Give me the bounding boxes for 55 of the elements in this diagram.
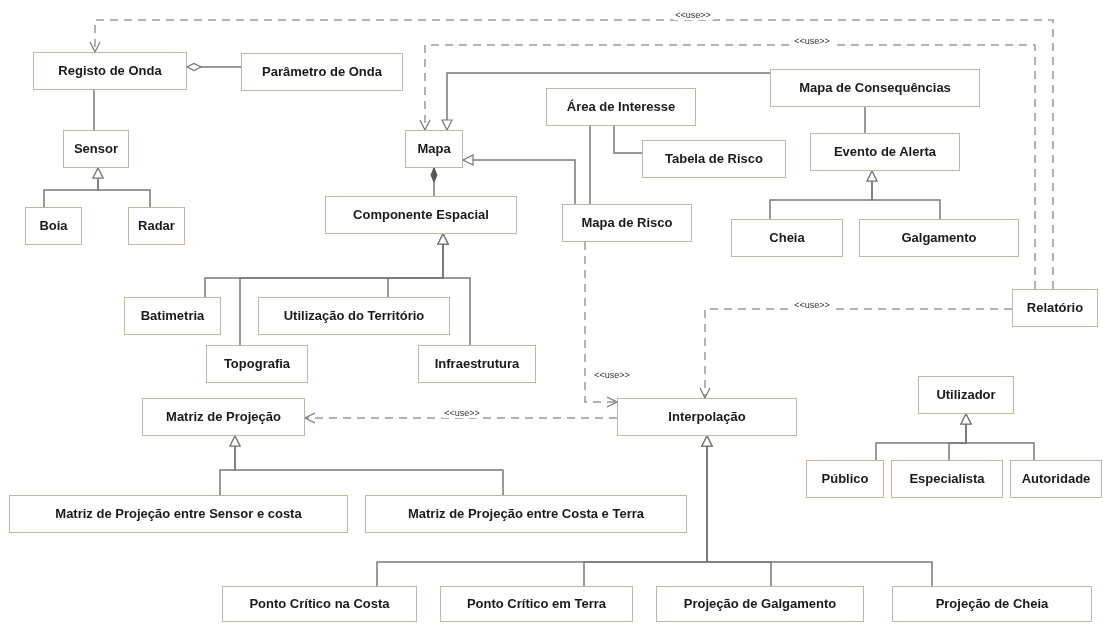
dependency-arrow: [584, 241, 618, 408]
connector-line: [229, 435, 504, 496]
class-box: Autoridade: [1010, 460, 1102, 498]
edge-label: <<use>>: [792, 36, 832, 46]
connector-line: [701, 435, 933, 587]
class-box: Interpolação: [617, 398, 797, 436]
class-box: Cheia: [731, 219, 843, 257]
dependency-arrow: [699, 308, 1013, 399]
class-box: Radar: [128, 207, 185, 245]
connector-line: [960, 413, 1035, 461]
class-box: Parâmetro de Onda: [241, 53, 403, 91]
dependency-arrow: [419, 44, 1036, 290]
class-box: Boia: [25, 207, 82, 245]
connector-line: [866, 170, 941, 220]
connector-line: [462, 154, 576, 205]
dependency-arrow: [89, 19, 1054, 290]
class-box: Ponto Crítico em Terra: [440, 586, 633, 622]
connector-line: [93, 89, 95, 131]
class-box: Tabela de Risco: [642, 140, 786, 178]
connector-line: [430, 167, 438, 197]
connector-line: [441, 72, 771, 131]
class-box: Utilização do Território: [258, 297, 450, 335]
class-box: Especialista: [891, 460, 1003, 498]
dependency-arrow: [304, 412, 618, 424]
class-box: Matriz de Projeção: [142, 398, 305, 436]
connector-line: [613, 125, 643, 154]
class-box: Público: [806, 460, 884, 498]
connector-line: [864, 106, 866, 134]
class-box: Topografia: [206, 345, 308, 383]
connector-line: [186, 62, 242, 72]
class-box: Evento de Alerta: [810, 133, 960, 171]
class-box: Componente Espacial: [325, 196, 517, 234]
class-box: Ponto Crítico na Costa: [222, 586, 417, 622]
class-box: Área de Interesse: [546, 88, 696, 126]
class-box: Matriz de Projeção entre Sensor e costa: [9, 495, 348, 533]
class-box: Mapa de Risco: [562, 204, 692, 242]
class-box: Sensor: [63, 130, 129, 168]
edge-label: <<use>>: [592, 370, 632, 380]
edge-label: <<use>>: [792, 300, 832, 310]
class-box: Registo de Onda: [33, 52, 187, 90]
connector-line: [589, 125, 591, 205]
class-box: Mapa: [405, 130, 463, 168]
class-box: Mapa de Consequências: [770, 69, 980, 107]
edge-label: <<use>>: [442, 408, 482, 418]
class-box: Utilizador: [918, 376, 1014, 414]
class-box: Matriz de Projeção entre Costa e Terra: [365, 495, 687, 533]
connector-line: [92, 167, 151, 208]
class-box: Projeção de Galgamento: [656, 586, 864, 622]
class-box: Batimetria: [124, 297, 221, 335]
connector-line: [437, 233, 471, 346]
edge-label: <<use>>: [673, 10, 713, 20]
class-box: Projeção de Cheia: [892, 586, 1092, 622]
class-box: Infraestrutura: [418, 345, 536, 383]
class-box: Relatório: [1012, 289, 1098, 327]
class-box: Galgamento: [859, 219, 1019, 257]
